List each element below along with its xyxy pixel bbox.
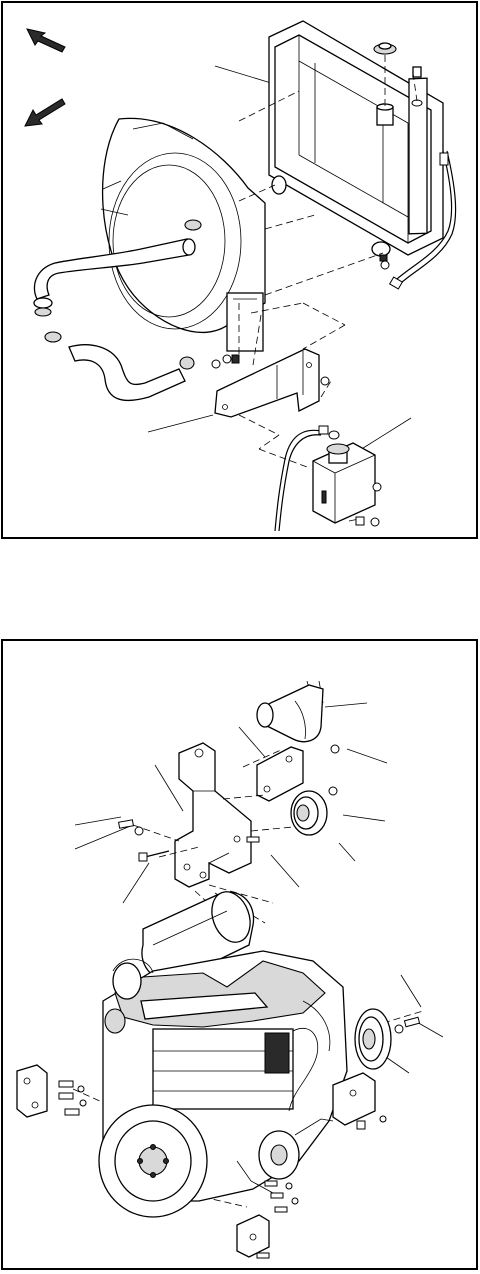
direction-arrow-icon — [25, 99, 65, 126]
coolant-reservoir — [313, 431, 381, 526]
engine-mount-right — [333, 1073, 386, 1129]
engine-mount-front — [237, 1181, 298, 1258]
radiator-assembly-panel — [1, 1, 478, 539]
engine-assembly-panel — [1, 639, 478, 1270]
engine — [99, 951, 347, 1217]
radiator — [269, 21, 443, 256]
idler-bracket-plate — [257, 747, 303, 801]
lower-radiator-hose — [45, 332, 194, 400]
crankshaft-pulley — [355, 1009, 420, 1069]
engine-mount-left — [17, 1065, 86, 1117]
intake-hose-elbow — [257, 685, 323, 742]
engine-assembly-drawing — [3, 641, 480, 1272]
bolt — [331, 745, 339, 753]
leader-line-radiator — [215, 66, 271, 83]
radiator-assembly-drawing — [3, 3, 480, 541]
fan-shroud — [101, 118, 265, 351]
leader-line-reservoir — [360, 418, 411, 450]
idler-pulley — [291, 787, 337, 835]
front-direction-arrow-icon — [27, 29, 65, 52]
leader-line-bracket — [148, 415, 213, 432]
engine-support-bracket — [175, 743, 251, 887]
